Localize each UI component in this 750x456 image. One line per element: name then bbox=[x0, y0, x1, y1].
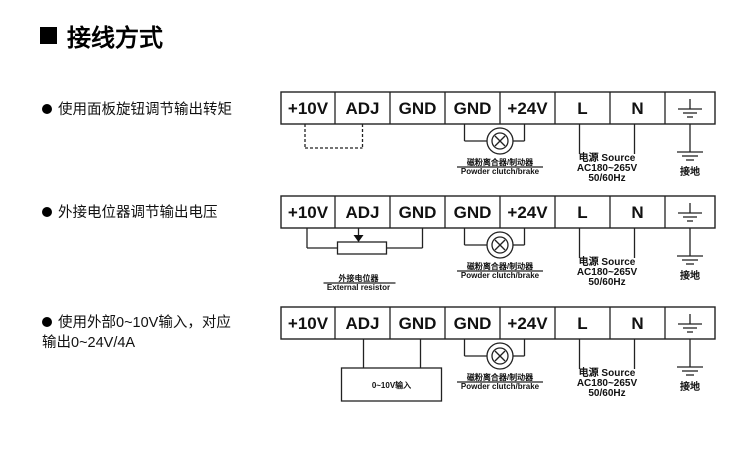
section-title-text: 接线方式 bbox=[67, 25, 163, 52]
wiper-arrow-icon bbox=[353, 235, 364, 242]
terminal-label-n: N bbox=[631, 203, 643, 222]
external-voltage-input: 0~10V输入 bbox=[340, 339, 443, 402]
power-label-source: 电源 Source bbox=[579, 151, 636, 164]
clutch-cross bbox=[494, 350, 506, 362]
row-3-description: 使用外部0~10V输入，对应 输出0~24V/4A bbox=[42, 313, 231, 353]
terminal-label-n: N bbox=[631, 314, 643, 333]
bullet-icon bbox=[42, 104, 52, 114]
terminal-strip bbox=[280, 91, 716, 125]
terminal-label-24v: +24V bbox=[507, 203, 548, 222]
earth-label: 接地 bbox=[680, 269, 700, 282]
terminal-label-gnd: GND bbox=[399, 99, 437, 118]
clutch-cross bbox=[494, 135, 506, 147]
ground-icon bbox=[678, 314, 702, 333]
terminal-label-10v: +10V bbox=[288, 99, 329, 118]
clutch-label-en: Powder clutch/brake bbox=[461, 382, 540, 391]
row-3-text: 使用外部0~10V输入，对应 bbox=[58, 315, 231, 331]
square-bullet-icon bbox=[40, 27, 57, 44]
clutch-label-cn: 磁粉离合器/制动器 bbox=[467, 372, 534, 382]
earth-ground: 接地 bbox=[677, 339, 703, 393]
earth-label: 接地 bbox=[680, 380, 700, 393]
row-1-description: 使用面板旋钮调节输出转矩 bbox=[42, 100, 232, 120]
terminal-strip bbox=[280, 306, 716, 340]
row-1-text: 使用面板旋钮调节输出转矩 bbox=[58, 102, 232, 118]
terminal-label-10v: +10V bbox=[288, 314, 329, 333]
terminal-label-gnd: GND bbox=[399, 314, 437, 333]
power-label-frequency: 50/60Hz bbox=[588, 173, 625, 184]
clutch-label-en: Powder clutch/brake bbox=[461, 271, 540, 280]
pot-label-cn: 外接电位器 bbox=[339, 273, 380, 283]
terminal-label-24v: +24V bbox=[507, 99, 548, 118]
power-label-voltage: AC180~265V bbox=[577, 267, 638, 278]
power-label-source: 电源 Source bbox=[579, 255, 636, 268]
terminal-label-adj: ADJ bbox=[345, 203, 379, 222]
terminal-label-gnd: GND bbox=[454, 314, 492, 333]
ground-icon bbox=[678, 99, 702, 118]
terminal-label-l: L bbox=[577, 314, 587, 333]
earth-ground: 接地 bbox=[677, 124, 703, 178]
input-box bbox=[340, 367, 443, 402]
terminal-label-gnd: GND bbox=[454, 99, 492, 118]
power-label-frequency: 50/60Hz bbox=[588, 277, 625, 288]
terminal-label-adj: ADJ bbox=[345, 99, 379, 118]
bullet-icon bbox=[42, 207, 52, 217]
pot-label-en: External resistor bbox=[327, 283, 390, 292]
earth-label: 接地 bbox=[680, 165, 700, 178]
clutch-label-en: Powder clutch/brake bbox=[461, 167, 540, 176]
terminal-label-n: N bbox=[631, 99, 643, 118]
terminal-label-adj: ADJ bbox=[345, 314, 379, 333]
bullet-icon bbox=[42, 317, 52, 327]
earth-ground: 接地 bbox=[677, 228, 703, 282]
section-title: 接线方式 bbox=[40, 18, 163, 53]
clutch-cross bbox=[494, 239, 506, 251]
row-2-text: 外接电位器调节输出电压 bbox=[58, 205, 218, 221]
power-label-source: 电源 Source bbox=[579, 366, 636, 379]
input-box-label: 0~10V输入 bbox=[372, 380, 411, 390]
terminal-label-24v: +24V bbox=[507, 314, 548, 333]
resistor-body bbox=[336, 241, 388, 255]
power-label-voltage: AC180~265V bbox=[577, 163, 638, 174]
panel-knob-jumper bbox=[304, 124, 364, 149]
terminal-label-gnd: GND bbox=[454, 203, 492, 222]
terminal-label-10v: +10V bbox=[288, 203, 329, 222]
clutch-label-cn: 磁粉离合器/制动器 bbox=[467, 157, 534, 167]
power-label-frequency: 50/60Hz bbox=[588, 388, 625, 399]
clutch-label-cn: 磁粉离合器/制动器 bbox=[467, 261, 534, 271]
terminal-label-gnd: GND bbox=[399, 203, 437, 222]
terminal-label-l: L bbox=[577, 203, 587, 222]
row-3-text-line2: 输出0~24V/4A bbox=[42, 335, 136, 351]
ground-icon bbox=[678, 203, 702, 222]
row-2-description: 外接电位器调节输出电压 bbox=[42, 203, 218, 223]
terminal-strip bbox=[280, 195, 716, 229]
power-label-voltage: AC180~265V bbox=[577, 378, 638, 389]
terminal-label-l: L bbox=[577, 99, 587, 118]
